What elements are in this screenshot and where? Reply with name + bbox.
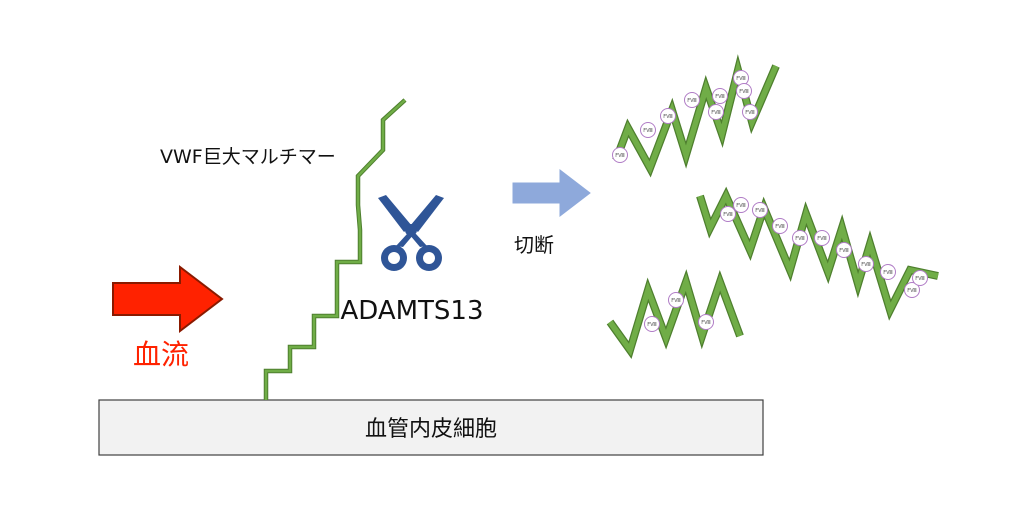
fviii-marker-label: FⅧ bbox=[643, 128, 653, 134]
fviii-marker-label: FⅧ bbox=[883, 270, 893, 276]
fviii-marker bbox=[612, 147, 628, 163]
fviii-marker-label: FⅧ bbox=[745, 110, 755, 116]
cleavage-arrow-icon bbox=[512, 168, 591, 218]
fviii-marker-label: FⅧ bbox=[739, 89, 749, 95]
blood-flow-label: 血流 bbox=[133, 338, 189, 371]
fviii-marker bbox=[712, 88, 728, 104]
fviii-marker-label: FⅧ bbox=[615, 153, 625, 159]
fviii-marker bbox=[668, 292, 684, 308]
fviii-marker bbox=[640, 122, 656, 138]
fviii-marker-label: FⅧ bbox=[907, 288, 917, 294]
fviii-marker bbox=[752, 202, 768, 218]
fviii-marker bbox=[880, 264, 896, 280]
fviii-marker bbox=[792, 230, 808, 246]
fviii-marker-label: FⅧ bbox=[839, 248, 849, 254]
fviii-marker-label: FⅧ bbox=[755, 208, 765, 214]
endothelium-bar bbox=[98, 399, 764, 456]
scissors-icon bbox=[378, 195, 444, 271]
fviii-marker bbox=[836, 242, 852, 258]
fviii-marker-label: FⅧ bbox=[915, 276, 925, 282]
vwf-label: VWF巨大マルチマー bbox=[160, 146, 336, 168]
fviii-marker-label: FⅧ bbox=[817, 236, 827, 242]
fviii-marker bbox=[733, 197, 749, 213]
fviii-marker bbox=[736, 83, 752, 99]
fviii-marker bbox=[912, 270, 928, 286]
fviii-marker-label: FⅧ bbox=[701, 320, 711, 326]
fviii-marker-label: FⅧ bbox=[736, 76, 746, 82]
fviii-marker bbox=[904, 282, 920, 298]
fviii-marker bbox=[742, 104, 758, 120]
fviii-marker bbox=[660, 108, 676, 124]
fviii-marker-label: FⅧ bbox=[663, 114, 673, 120]
fviii-marker-label: FⅧ bbox=[647, 322, 657, 328]
fviii-markers: FⅧ FⅧ FⅧ FⅧ FⅧ FⅧ FⅧ FⅧ FⅧ FⅧ FⅧ FⅧ FⅧ FⅧ FⅧ FⅧ FⅧ FⅧ FⅧ FⅧ… bbox=[612, 70, 928, 332]
endothelium-label: 血管内皮細胞 bbox=[365, 417, 497, 442]
fviii-marker bbox=[772, 218, 788, 234]
fviii-marker bbox=[858, 256, 874, 272]
fviii-marker-label: FⅧ bbox=[687, 98, 697, 104]
fviii-marker bbox=[814, 230, 830, 246]
fviii-marker-label: FⅧ bbox=[775, 224, 785, 230]
fviii-marker bbox=[708, 104, 724, 120]
vwf-multimer-strand-fill bbox=[264, 99, 406, 400]
vwf-fragment-3-fill bbox=[607, 273, 743, 357]
fviii-marker-label: FⅧ bbox=[671, 298, 681, 304]
cleavage-label: 切断 bbox=[514, 233, 554, 257]
fviii-marker-label: FⅧ bbox=[723, 212, 733, 218]
blood-flow-arrow-icon bbox=[112, 264, 224, 334]
fviii-marker bbox=[698, 314, 714, 330]
fviii-marker-label: FⅧ bbox=[711, 110, 721, 116]
fviii-marker-label: FⅧ bbox=[715, 94, 725, 100]
enzyme-label: ADAMTS13 bbox=[340, 296, 483, 326]
fviii-marker-label: FⅧ bbox=[861, 262, 871, 268]
fviii-marker-label: FⅧ bbox=[736, 203, 746, 209]
fviii-marker bbox=[684, 92, 700, 108]
fviii-marker bbox=[644, 316, 660, 332]
fviii-marker bbox=[720, 206, 736, 222]
fviii-marker-label: FⅧ bbox=[795, 236, 805, 242]
